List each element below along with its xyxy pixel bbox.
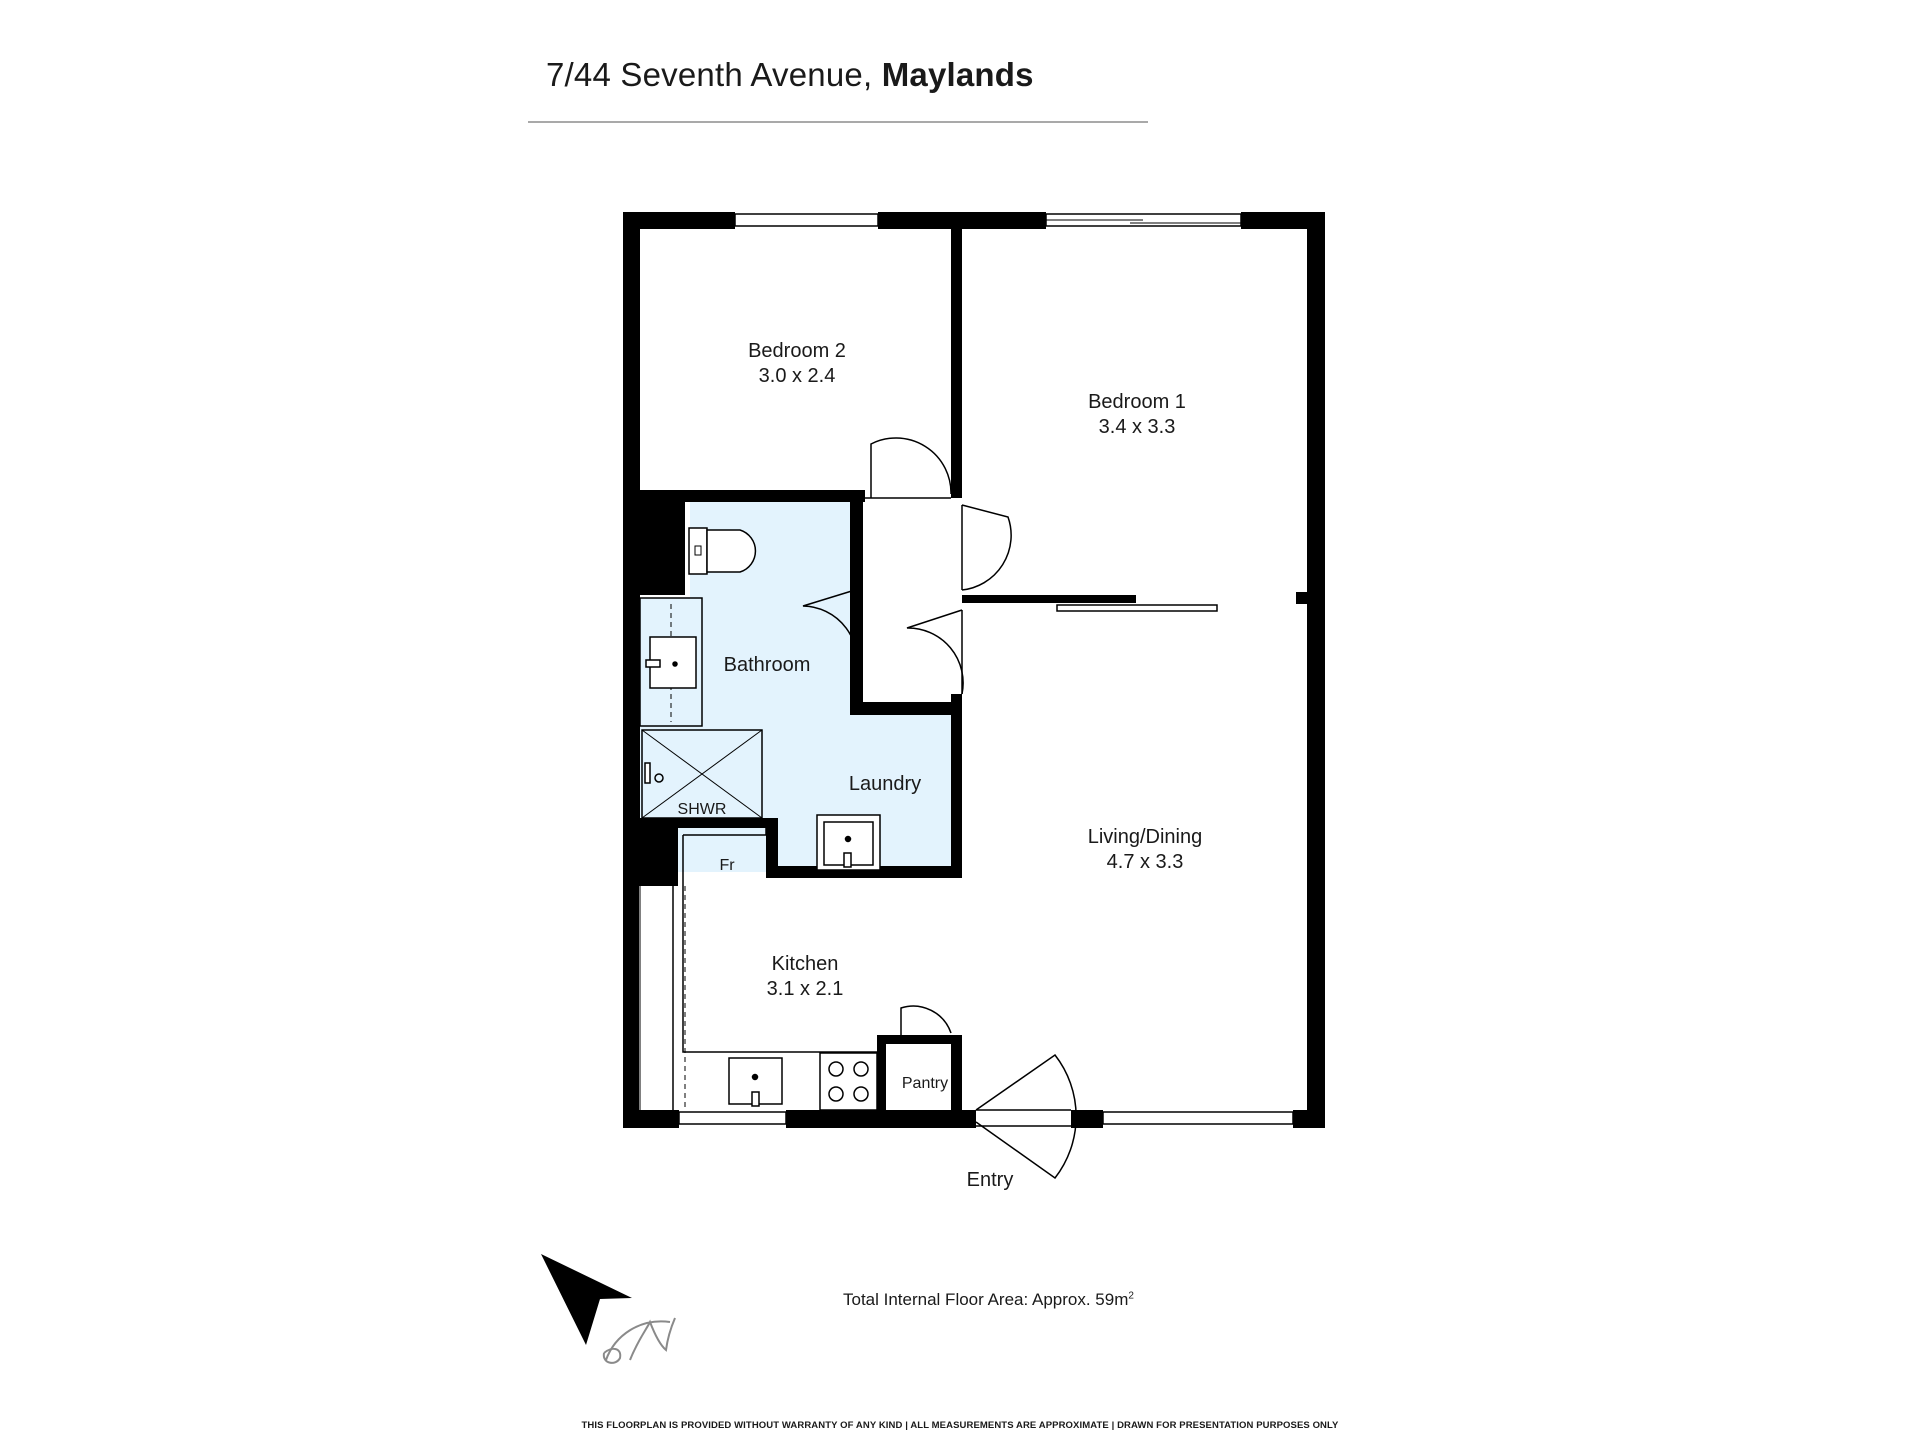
room-name-laundry: Laundry	[849, 773, 921, 795]
fridge-label: Fr	[719, 857, 735, 874]
interior-walls	[640, 212, 1310, 1112]
pantry-label: Pantry	[902, 1075, 948, 1092]
shower-label: SHWR	[678, 801, 727, 818]
title-address: 7/44 Seventh Avenue,	[546, 56, 873, 93]
wall-shower-bottom	[640, 818, 766, 828]
wall-bed1-right-stub	[1296, 592, 1310, 604]
room-size-living: 4.7 x 3.3	[1107, 851, 1184, 873]
windows	[639, 213, 1294, 1125]
room-name-bedroom1: Bedroom 1	[1088, 391, 1186, 413]
laundry-trough	[816, 814, 881, 871]
floor-area-unit-sup: 2	[1128, 1290, 1134, 1302]
room-size-bedroom1: 3.4 x 3.3	[1099, 416, 1176, 438]
title-divider	[528, 121, 1148, 123]
door-entry	[975, 1053, 1077, 1180]
wall-pantry-top	[877, 1035, 962, 1044]
room-name-bathroom: Bathroom	[724, 654, 811, 676]
monogram-logo	[602, 1317, 676, 1364]
sliding-door	[1056, 604, 1218, 612]
room-size-kitchen: 3.1 x 2.1	[767, 978, 844, 1000]
wall-top-right	[1241, 212, 1325, 229]
door-bedroom1	[961, 504, 1012, 591]
wall-bed2-right	[951, 212, 962, 498]
room-name-kitchen: Kitchen	[772, 953, 839, 975]
wall-laundry-right	[951, 694, 962, 878]
wall-fridge-side	[766, 818, 778, 878]
room-name-bedroom2: Bedroom 2	[748, 340, 846, 362]
outer-walls	[623, 212, 1325, 1128]
toilet-bowl	[706, 529, 757, 573]
entry-label: Entry	[967, 1169, 1014, 1191]
wall-left	[623, 212, 640, 1128]
door-bedroom2	[870, 437, 952, 498]
disclaimer: THIS FLOORPLAN IS PROVIDED WITHOUT WARRA…	[581, 1420, 1339, 1431]
service-block-lower	[623, 818, 678, 886]
wall-bottom-left	[623, 1110, 679, 1128]
door-swings	[802, 437, 1077, 1180]
wall-hall-bottom	[850, 702, 962, 715]
wall-bed2-bottom	[640, 490, 865, 502]
window-kitchen	[678, 1111, 787, 1125]
room-name-living: Living/Dining	[1088, 826, 1203, 848]
wall-bath-right	[850, 490, 863, 707]
title-suburb: Maylands	[881, 56, 1034, 93]
floor-area-text: Total Internal Floor Area: Approx. 59m	[843, 1290, 1129, 1309]
wall-bottom-right2	[1293, 1110, 1325, 1128]
wall-pantry-left	[877, 1035, 886, 1112]
service-block-upper	[623, 492, 685, 595]
floor-area-note: Total Internal Floor Area: Approx. 59m2	[843, 1290, 1134, 1310]
wall-bed1-bottom	[962, 595, 1136, 603]
wall-bottom-right1	[1071, 1110, 1103, 1128]
wall-right	[1307, 212, 1325, 1128]
window-bedroom2	[734, 213, 879, 227]
page-title: 7/44 Seventh Avenue, Maylands	[546, 56, 1034, 94]
wall-bottom-mid	[786, 1110, 976, 1128]
window-kitchen-side	[639, 886, 673, 1110]
wall-pantry-right	[951, 1035, 962, 1112]
room-size-bedroom2: 3.0 x 2.4	[759, 365, 836, 387]
bathroom-fixtures	[639, 527, 763, 819]
wall-top-left	[623, 212, 735, 229]
door-laundry	[906, 609, 964, 695]
cooktop	[819, 1052, 878, 1111]
door-bathroom	[802, 589, 858, 677]
window-living	[1102, 1111, 1294, 1125]
kitchen-bench	[682, 818, 878, 1111]
door-pantry	[900, 1005, 952, 1035]
wall-laundry-bottom	[766, 866, 962, 878]
north-arrow-icon	[541, 1254, 632, 1345]
toilet-cistern	[688, 527, 708, 575]
